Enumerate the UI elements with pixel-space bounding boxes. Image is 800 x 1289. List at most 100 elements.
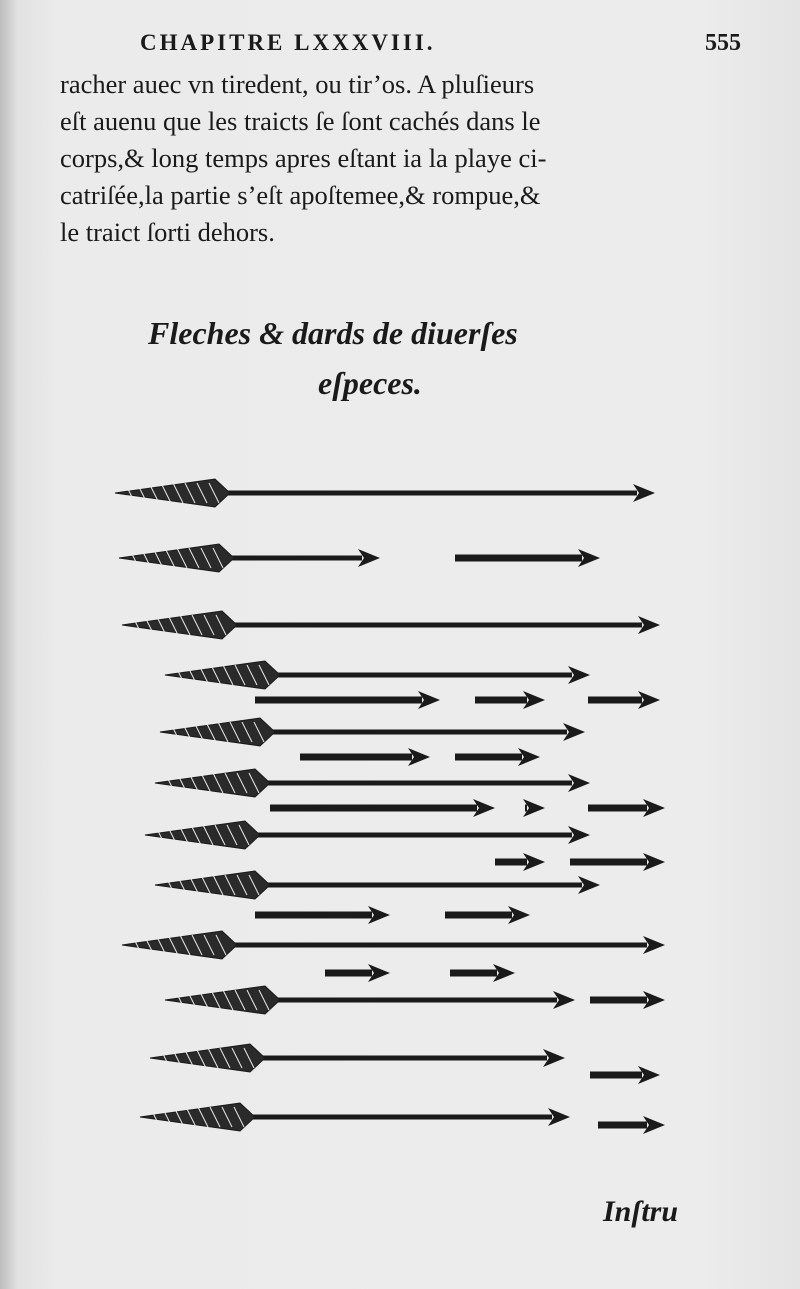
fletching-hatch <box>176 547 188 569</box>
arrowhead <box>493 964 515 982</box>
fletching-hatch <box>164 547 176 569</box>
fletching-hatch <box>140 547 152 569</box>
fletching-hatch <box>154 824 166 846</box>
fletching-hatch <box>215 614 227 636</box>
arrowhead <box>578 549 600 567</box>
fletching-hatch <box>219 1047 231 1069</box>
arrowhead <box>633 484 655 502</box>
arrow-fletching <box>139 1102 256 1132</box>
fletching-hatch <box>226 824 238 846</box>
arrowhead <box>643 853 665 871</box>
arrowhead <box>563 723 585 741</box>
arrowhead <box>368 964 390 982</box>
fletching-hatch <box>179 614 191 636</box>
arrowhead <box>523 691 545 709</box>
fletching-hatch <box>246 664 258 686</box>
arrowhead <box>553 991 575 1009</box>
fletching-hatch <box>224 874 236 896</box>
arrowhead <box>548 1108 570 1126</box>
figure-caption: Fleches & dards de diuerſes eſpeces. <box>148 308 628 408</box>
arrowhead <box>523 799 545 817</box>
arrowhead <box>523 853 545 871</box>
fletching-hatch <box>210 989 222 1011</box>
caption-line: Fleches & dards de diuerſes <box>148 315 518 351</box>
text-line: racher auec vn tiredent, ou tir’os. A pl… <box>60 69 535 99</box>
text-line: le traict ſorti dehors. <box>60 217 275 247</box>
fletching-hatch <box>200 772 212 794</box>
fletching-hatch <box>176 874 188 896</box>
fletching-hatch <box>209 1106 221 1128</box>
fletching-hatch <box>217 721 229 743</box>
fletching-hatch <box>212 547 224 569</box>
fletching-hatch <box>229 721 241 743</box>
fletching-hatch <box>233 1106 245 1128</box>
fletching-hatch <box>198 664 210 686</box>
fletching-hatch <box>258 664 270 686</box>
arrowhead <box>358 549 380 567</box>
arrowhead <box>568 666 590 684</box>
fletching-hatch <box>152 547 164 569</box>
arrow-fletching <box>149 1043 266 1073</box>
fletching-hatch <box>155 934 167 956</box>
fletching-hatch <box>167 614 179 636</box>
fletching-hatch <box>169 721 181 743</box>
fletching-hatch <box>188 874 200 896</box>
fletching-hatch <box>236 772 248 794</box>
fletching-hatch <box>222 989 234 1011</box>
catchword: Inſtru <box>603 1195 679 1228</box>
fletching-hatch <box>191 934 203 956</box>
arrowhead <box>568 774 590 792</box>
arrow-fletching <box>121 930 238 960</box>
fletching-hatch <box>200 874 212 896</box>
fletching-hatch <box>124 482 136 504</box>
fletching-hatch <box>159 1047 171 1069</box>
fletching-hatch <box>166 824 178 846</box>
arrow-fletching <box>164 985 281 1015</box>
fletching-hatch <box>178 824 190 846</box>
fletching-hatch <box>236 874 248 896</box>
fletching-hatch <box>208 482 220 504</box>
fletching-hatch <box>155 614 167 636</box>
arrowhead <box>543 1049 565 1067</box>
arrowhead <box>578 876 600 894</box>
fletching-hatch <box>195 1047 207 1069</box>
arrowhead <box>518 748 540 766</box>
arrowhead <box>638 1066 660 1084</box>
arrowhead <box>368 906 390 924</box>
arrow-fletching <box>121 610 238 640</box>
arrow-fletching <box>144 820 261 850</box>
arrowhead <box>638 616 660 634</box>
fletching-hatch <box>207 1047 219 1069</box>
fletching-hatch <box>246 989 258 1011</box>
fletching-hatch <box>172 482 184 504</box>
fletching-hatch <box>248 772 260 794</box>
fletching-hatch <box>214 824 226 846</box>
fletching-hatch <box>176 772 188 794</box>
fletching-hatch <box>167 934 179 956</box>
arrow-fletching <box>164 660 281 690</box>
arrowhead <box>643 991 665 1009</box>
body-text: racher auec vn tiredent, ou tir’os. A pl… <box>60 66 710 251</box>
fletching-hatch <box>203 614 215 636</box>
fletching-hatch <box>258 989 270 1011</box>
fletching-hatch <box>185 1106 197 1128</box>
fletching-hatch <box>197 1106 209 1128</box>
arrow-fletching <box>154 870 271 900</box>
caption-line: eſpeces. <box>318 365 422 401</box>
fletching-hatch <box>171 1047 183 1069</box>
fletching-hatch <box>193 721 205 743</box>
fletching-hatch <box>221 1106 233 1128</box>
arrowhead <box>568 826 590 844</box>
fletching-hatch <box>174 989 186 1011</box>
fletching-hatch <box>224 772 236 794</box>
fletching-hatch <box>164 772 176 794</box>
fletching-hatch <box>183 1047 195 1069</box>
fletching-hatch <box>148 482 160 504</box>
fletching-hatch <box>188 547 200 569</box>
fletching-hatch <box>174 664 186 686</box>
fletching-hatch <box>131 934 143 956</box>
fletching-hatch <box>196 482 208 504</box>
fletching-hatch <box>160 482 172 504</box>
